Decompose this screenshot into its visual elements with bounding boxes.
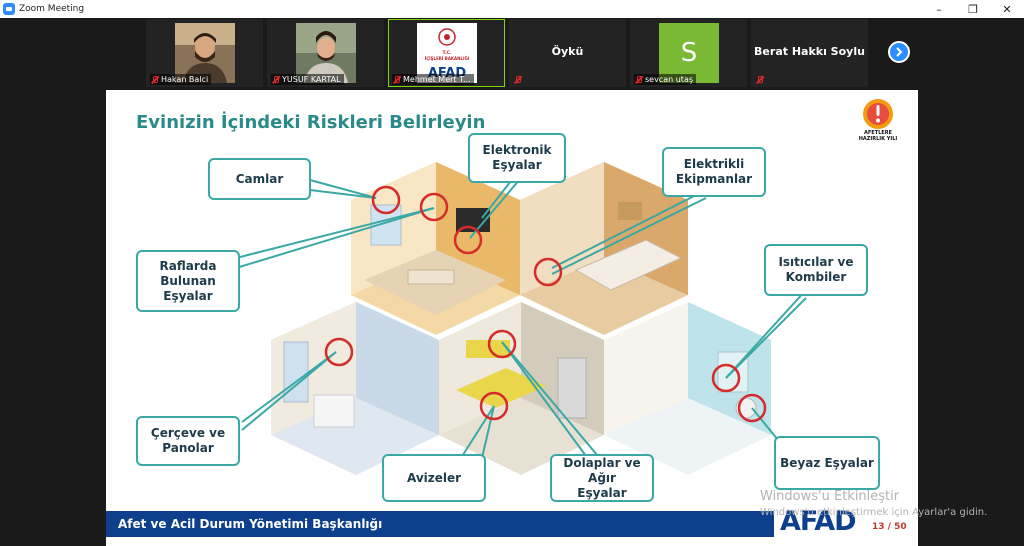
- window-controls: – ❐ ✕: [922, 0, 1024, 18]
- windows-activation-subtitle: Windows'u etkinleştirmek için Ayarlar'a …: [760, 507, 988, 518]
- participant-tile[interactable]: S sevcan utaş: [630, 19, 747, 87]
- callout-cerceve: Çerçeve ve Panolar: [136, 416, 240, 466]
- next-participants-button[interactable]: [888, 41, 910, 63]
- close-button[interactable]: ✕: [1002, 2, 1012, 16]
- participant-tile[interactable]: Hakan Balci: [146, 19, 263, 87]
- participant-tile[interactable]: Berat Hakkı Soylu: [751, 19, 868, 87]
- callout-beyaz: Beyaz Eşyalar: [774, 436, 880, 490]
- callout-isiticilar: Isıtıcılar ve Kombiler: [764, 244, 868, 296]
- mic-muted-icon: [755, 75, 764, 85]
- callout-elektrikli: Elektrikli Ekipmanlar: [662, 147, 766, 197]
- svg-text:T.C.: T.C.: [442, 50, 451, 56]
- participant-name: Mehmet Mert T...: [403, 75, 471, 84]
- participant-display-name: Berat Hakkı Soylu: [754, 45, 865, 58]
- windows-activation-title: Windows'u Etkinleştir: [760, 489, 900, 504]
- zoom-app-icon: [3, 3, 15, 15]
- slide-footer: Afet ve Acil Durum Yönetimi Başkanlığı: [106, 511, 774, 537]
- participant-name-bar: Hakan Balci: [150, 74, 212, 85]
- participant-name-bar: [513, 74, 527, 85]
- mic-muted-icon: [634, 75, 643, 85]
- avatar: S: [659, 23, 719, 83]
- mic-muted-icon: [150, 75, 159, 85]
- mic-muted-icon: [513, 75, 522, 85]
- svg-text:İÇİŞLERİ BAKANLIĞI: İÇİŞLERİ BAKANLIĞI: [425, 56, 470, 61]
- footer-text: Afet ve Acil Durum Yönetimi Başkanlığı: [118, 517, 383, 531]
- participant-tile-active[interactable]: T.C. İÇİŞLERİ BAKANLIĞI AFAD Mehmet Mert…: [388, 19, 505, 87]
- hazard-year-badge-icon: [863, 99, 893, 129]
- participant-name-bar: Mehmet Mert T...: [392, 74, 474, 85]
- callout-avizeler: Avizeler: [382, 454, 486, 502]
- participant-name-bar: [755, 74, 769, 85]
- afad-logo: AFAD: [780, 506, 857, 537]
- participant-display-name: Öykü: [551, 45, 584, 58]
- callout-camlar: Camlar: [208, 158, 311, 200]
- slide-page-number: 13 / 50: [872, 522, 907, 532]
- chevron-right-icon: [896, 47, 903, 57]
- slide-title: Evinizin İçindeki Riskleri Belirleyin: [136, 112, 486, 133]
- mic-muted-icon: [271, 75, 280, 85]
- callout-elektronik: Elektronik Eşyalar: [468, 133, 566, 183]
- participant-name: YUSUF KARTAL: [282, 75, 341, 84]
- callout-raflarda: Raflarda Bulunan Eşyalar: [136, 250, 240, 312]
- window-title: Zoom Meeting: [19, 4, 85, 14]
- maximize-button[interactable]: ❐: [968, 2, 978, 16]
- afad-logo-video: T.C. İÇİŞLERİ BAKANLIĞI AFAD: [417, 23, 477, 83]
- hazard-year-badge-text: AFETLERE HAZIRLIK YILI: [858, 130, 898, 142]
- participant-name: sevcan utaş: [645, 75, 694, 84]
- participant-video: [175, 23, 235, 83]
- participant-tile[interactable]: YUSUF KARTAL: [267, 19, 384, 87]
- participant-strip: Hakan Balci YUSUF KARTAL T.C. İÇİŞLERİ B…: [146, 19, 868, 87]
- title-bar: Zoom Meeting – ❐ ✕: [0, 0, 1024, 18]
- participant-tile[interactable]: Öykü: [509, 19, 626, 87]
- participant-video: [296, 23, 356, 83]
- minimize-button[interactable]: –: [936, 2, 942, 16]
- shared-slide: Evinizin İçindeki Riskleri Belirleyin AF…: [106, 90, 918, 546]
- mic-muted-icon: [392, 75, 401, 85]
- house-illustration: [235, 162, 807, 475]
- participant-name-bar: YUSUF KARTAL: [271, 74, 344, 85]
- participant-name: Hakan Balci: [161, 75, 209, 84]
- participant-name-bar: sevcan utaş: [634, 74, 697, 85]
- callout-dolaplar: Dolaplar ve Ağır Eşyalar: [550, 454, 654, 502]
